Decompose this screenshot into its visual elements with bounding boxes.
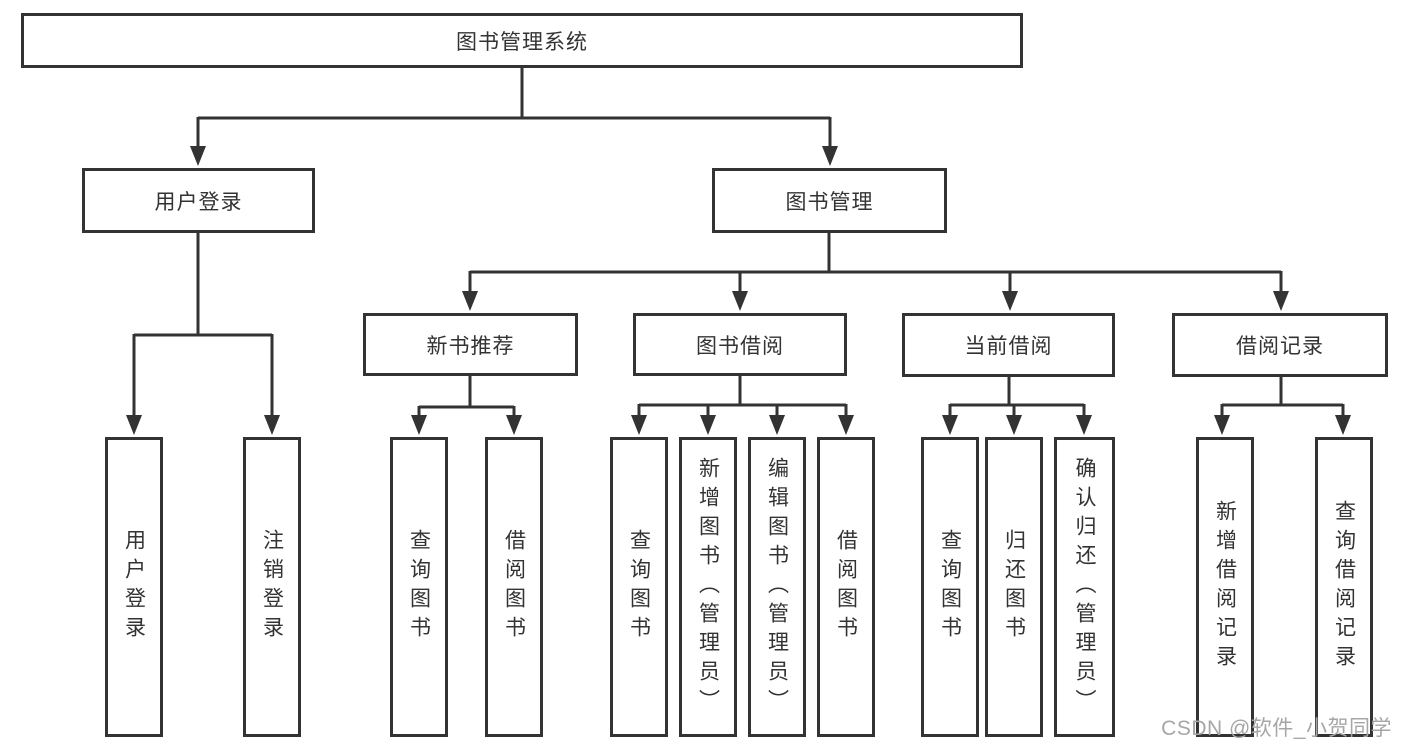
leaf-borrow-add-books-admin: 新增图书（管理员） — [679, 437, 737, 737]
node-book-management: 图书管理 — [712, 168, 947, 233]
leaf-logout: 注销登录 — [243, 437, 301, 737]
leaf-current-query-books: 查询图书 — [921, 437, 979, 737]
node-user-login: 用户登录 — [82, 168, 315, 233]
leaf-borrow-query-books-label: 查询图书 — [627, 529, 651, 645]
leaf-borrow-borrow-books: 借阅图书 — [817, 437, 875, 737]
node-current-borrowing-label: 当前借阅 — [964, 335, 1053, 358]
leaf-current-return-books: 归还图书 — [985, 437, 1043, 737]
node-borrowing-records: 借阅记录 — [1172, 313, 1388, 377]
leaf-current-return-books-label: 归还图书 — [1002, 529, 1026, 645]
leaf-borrow-edit-books-admin: 编辑图书（管理员） — [748, 437, 806, 737]
node-library-system-label: 图书管理系统 — [456, 30, 588, 54]
leaf-borrow-borrow-books-label: 借阅图书 — [834, 529, 858, 645]
leaf-recommend-query-books: 查询图书 — [390, 437, 448, 737]
node-book-borrowing-label: 图书借阅 — [696, 334, 784, 358]
leaf-recommend-borrow-books-label: 借阅图书 — [502, 529, 526, 645]
leaf-current-confirm-return-admin-label: 确认归还（管理员） — [1073, 456, 1096, 718]
leaf-records-add-record-label: 新增借阅记录 — [1213, 500, 1237, 674]
node-borrowing-records-label: 借阅记录 — [1236, 335, 1324, 358]
leaf-borrow-edit-books-admin-label: 编辑图书（管理员） — [765, 456, 789, 718]
node-new-book-recommend-label: 新书推荐 — [426, 334, 515, 358]
watermark-text: CSDN @软件_小贺同学 — [1161, 717, 1392, 740]
leaf-current-confirm-return-admin: 确认归还（管理员） — [1054, 437, 1115, 737]
leaf-recommend-borrow-books: 借阅图书 — [485, 437, 543, 737]
node-current-borrowing: 当前借阅 — [902, 313, 1115, 377]
leaf-records-query-record-label: 查询借阅记录 — [1332, 500, 1356, 674]
leaf-borrow-query-books: 查询图书 — [610, 437, 668, 737]
leaf-user-login: 用户登录 — [105, 437, 163, 737]
leaf-logout-label: 注销登录 — [260, 529, 284, 645]
leaf-user-login-label: 用户登录 — [122, 529, 146, 645]
leaf-recommend-query-books-label: 查询图书 — [407, 529, 431, 645]
leaf-records-query-record: 查询借阅记录 — [1315, 437, 1373, 737]
leaf-borrow-add-books-admin-label: 新增图书（管理员） — [696, 456, 720, 718]
node-library-system: 图书管理系统 — [21, 13, 1023, 68]
node-book-management-label: 图书管理 — [785, 190, 874, 214]
leaf-records-add-record: 新增借阅记录 — [1196, 437, 1254, 737]
node-user-login-label: 用户登录 — [154, 190, 243, 214]
leaf-current-query-books-label: 查询图书 — [938, 529, 962, 645]
node-book-borrowing: 图书借阅 — [633, 313, 847, 376]
node-new-book-recommend: 新书推荐 — [363, 313, 578, 376]
